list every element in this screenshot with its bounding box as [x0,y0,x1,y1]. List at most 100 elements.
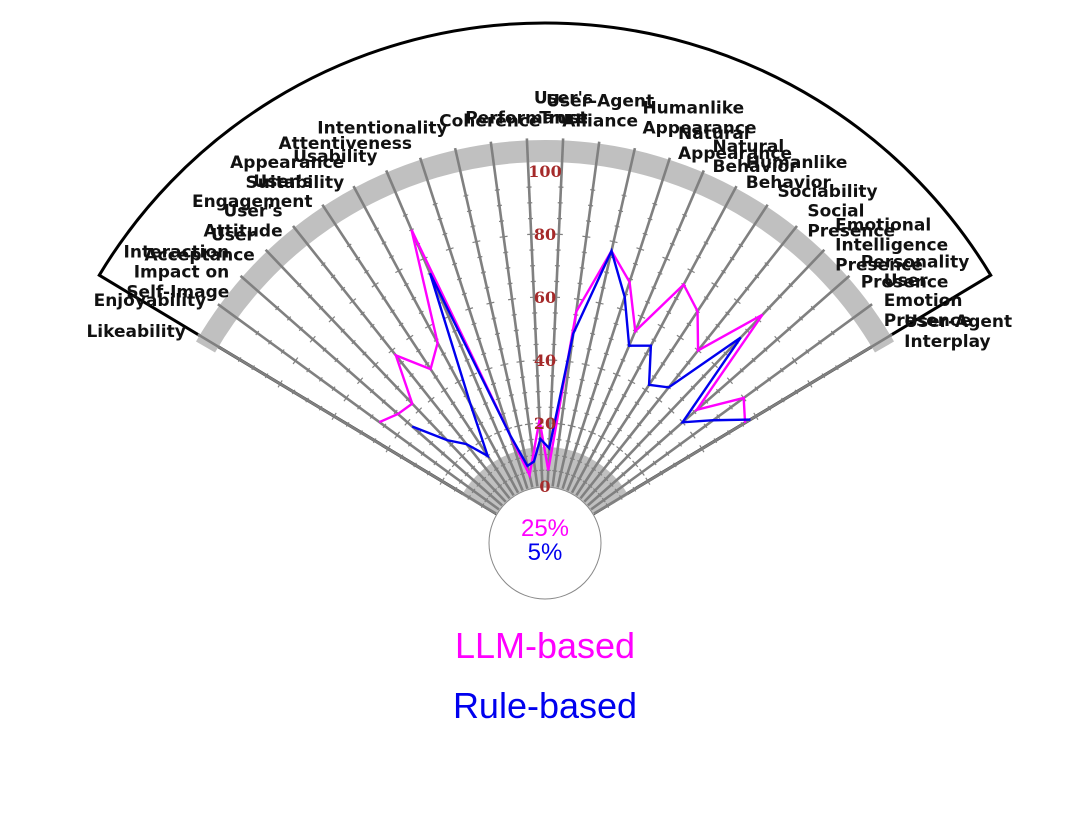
spoke-minor-tick [621,393,627,398]
spoke-minor-tick [360,311,365,316]
spoke-minor-tick [701,374,707,379]
spoke-minor-tick [328,316,336,323]
spoke-minor-tick [498,220,505,223]
category-label: Sociability [777,182,877,202]
spoke-minor-tick [453,486,458,492]
spoke-minor-tick [476,387,482,391]
spoke-minor-tick [406,334,414,341]
spoke-minor-tick [567,424,576,428]
spoke-minor-tick [590,189,596,191]
spoke-minor-tick [686,322,692,327]
spoke-minor-tick [404,418,411,426]
spoke-line [453,147,534,488]
spoke-minor-tick [651,338,657,342]
spoke-minor-tick [658,419,663,425]
spoke-minor-tick [581,363,590,367]
category-label: Performance [465,108,588,128]
spoke-minor-tick [432,202,438,206]
spoke-minor-tick [359,430,363,435]
spoke-minor-tick [767,405,772,411]
spoke-minor-tick [585,220,592,223]
spoke-minor-tick [593,382,600,386]
spoke-minor-tick [466,209,472,213]
spoke-minor-tick [480,503,485,508]
spoke-minor-tick [345,421,350,427]
spoke-minor-tick [729,404,733,410]
spoke-minor-tick [614,465,620,470]
spoke-minor-tick [614,225,620,228]
spoke-minor-tick [573,298,582,301]
spoke-minor-tick [522,391,528,394]
spoke-minor-tick [438,410,444,415]
spoke-minor-tick [791,357,798,365]
spoke-minor-tick [627,479,632,484]
spoke-minor-tick [484,497,489,503]
spoke-minor-tick [286,316,292,321]
spoke-minor-tick [581,251,587,254]
spoke-minor-tick [318,405,323,411]
spoke-minor-tick [459,414,465,419]
spoke-minor-tick [657,271,663,275]
spoke-minor-tick [418,310,424,315]
spoke-minor-tick [745,328,750,333]
spoke-minor-tick [821,373,826,379]
spoke-minor-tick [470,225,476,228]
spoke-minor-tick [606,421,612,426]
spoke-minor-tick [636,442,641,447]
spoke-minor-tick [513,474,520,478]
spoke-minor-tick [424,323,433,329]
spoke-minor-tick [469,372,478,377]
spoke-minor-tick [280,349,285,354]
spoke-line [570,185,738,494]
spoke-minor-tick [665,451,670,457]
spoke-minor-tick [442,232,448,236]
spoke-minor-tick [810,305,815,311]
spoke-minor-tick [439,477,445,485]
spoke-minor-tick [520,376,526,379]
radial-tick-label: 100 [528,162,561,181]
spoke-line [579,225,799,500]
spoke-minor-tick [309,335,316,343]
spoke-minor-tick [554,454,560,457]
spoke-minor-tick [562,391,568,394]
spoke-minor-tick [612,372,621,377]
spoke-minor-tick [364,269,369,274]
spoke-minor-tick [528,438,534,441]
spoke-minor-tick [560,407,566,410]
spoke-minor-tick [487,471,493,476]
spoke-minor-tick [574,442,580,446]
center-circle [488,486,602,600]
spoke-minor-tick [729,256,735,261]
spoke-minor-tick [374,227,380,231]
spoke-minor-tick [608,337,614,341]
spoke-line [556,147,637,488]
spoke-minor-tick [395,268,403,274]
spoke-minor-tick [753,412,759,421]
spoke-minor-tick [448,422,454,427]
spoke-minor-tick [579,267,585,269]
spoke-minor-tick [614,407,620,412]
spoke-minor-tick [609,482,614,487]
spoke-minor-tick [599,454,605,458]
spoke-minor-tick [500,463,506,467]
category-label: Likeability [86,322,185,342]
spoke-minor-tick [685,360,691,365]
spoke-minor-tick [562,455,568,458]
spoke-minor-tick [480,271,486,274]
spoke-minor-tick [268,339,272,345]
spoke-minor-tick [643,352,649,356]
spoke-minor-tick [593,317,599,320]
category-label: Enjoyability [94,291,207,311]
spoke-minor-tick [445,247,454,251]
spoke-minor-tick [584,463,590,467]
spoke-minor-tick [605,503,610,508]
spoke-minor-tick [458,479,463,484]
spoke-minor-tick [420,451,425,457]
spoke-minor-tick [601,402,607,406]
spoke-minor-tick [692,409,697,415]
